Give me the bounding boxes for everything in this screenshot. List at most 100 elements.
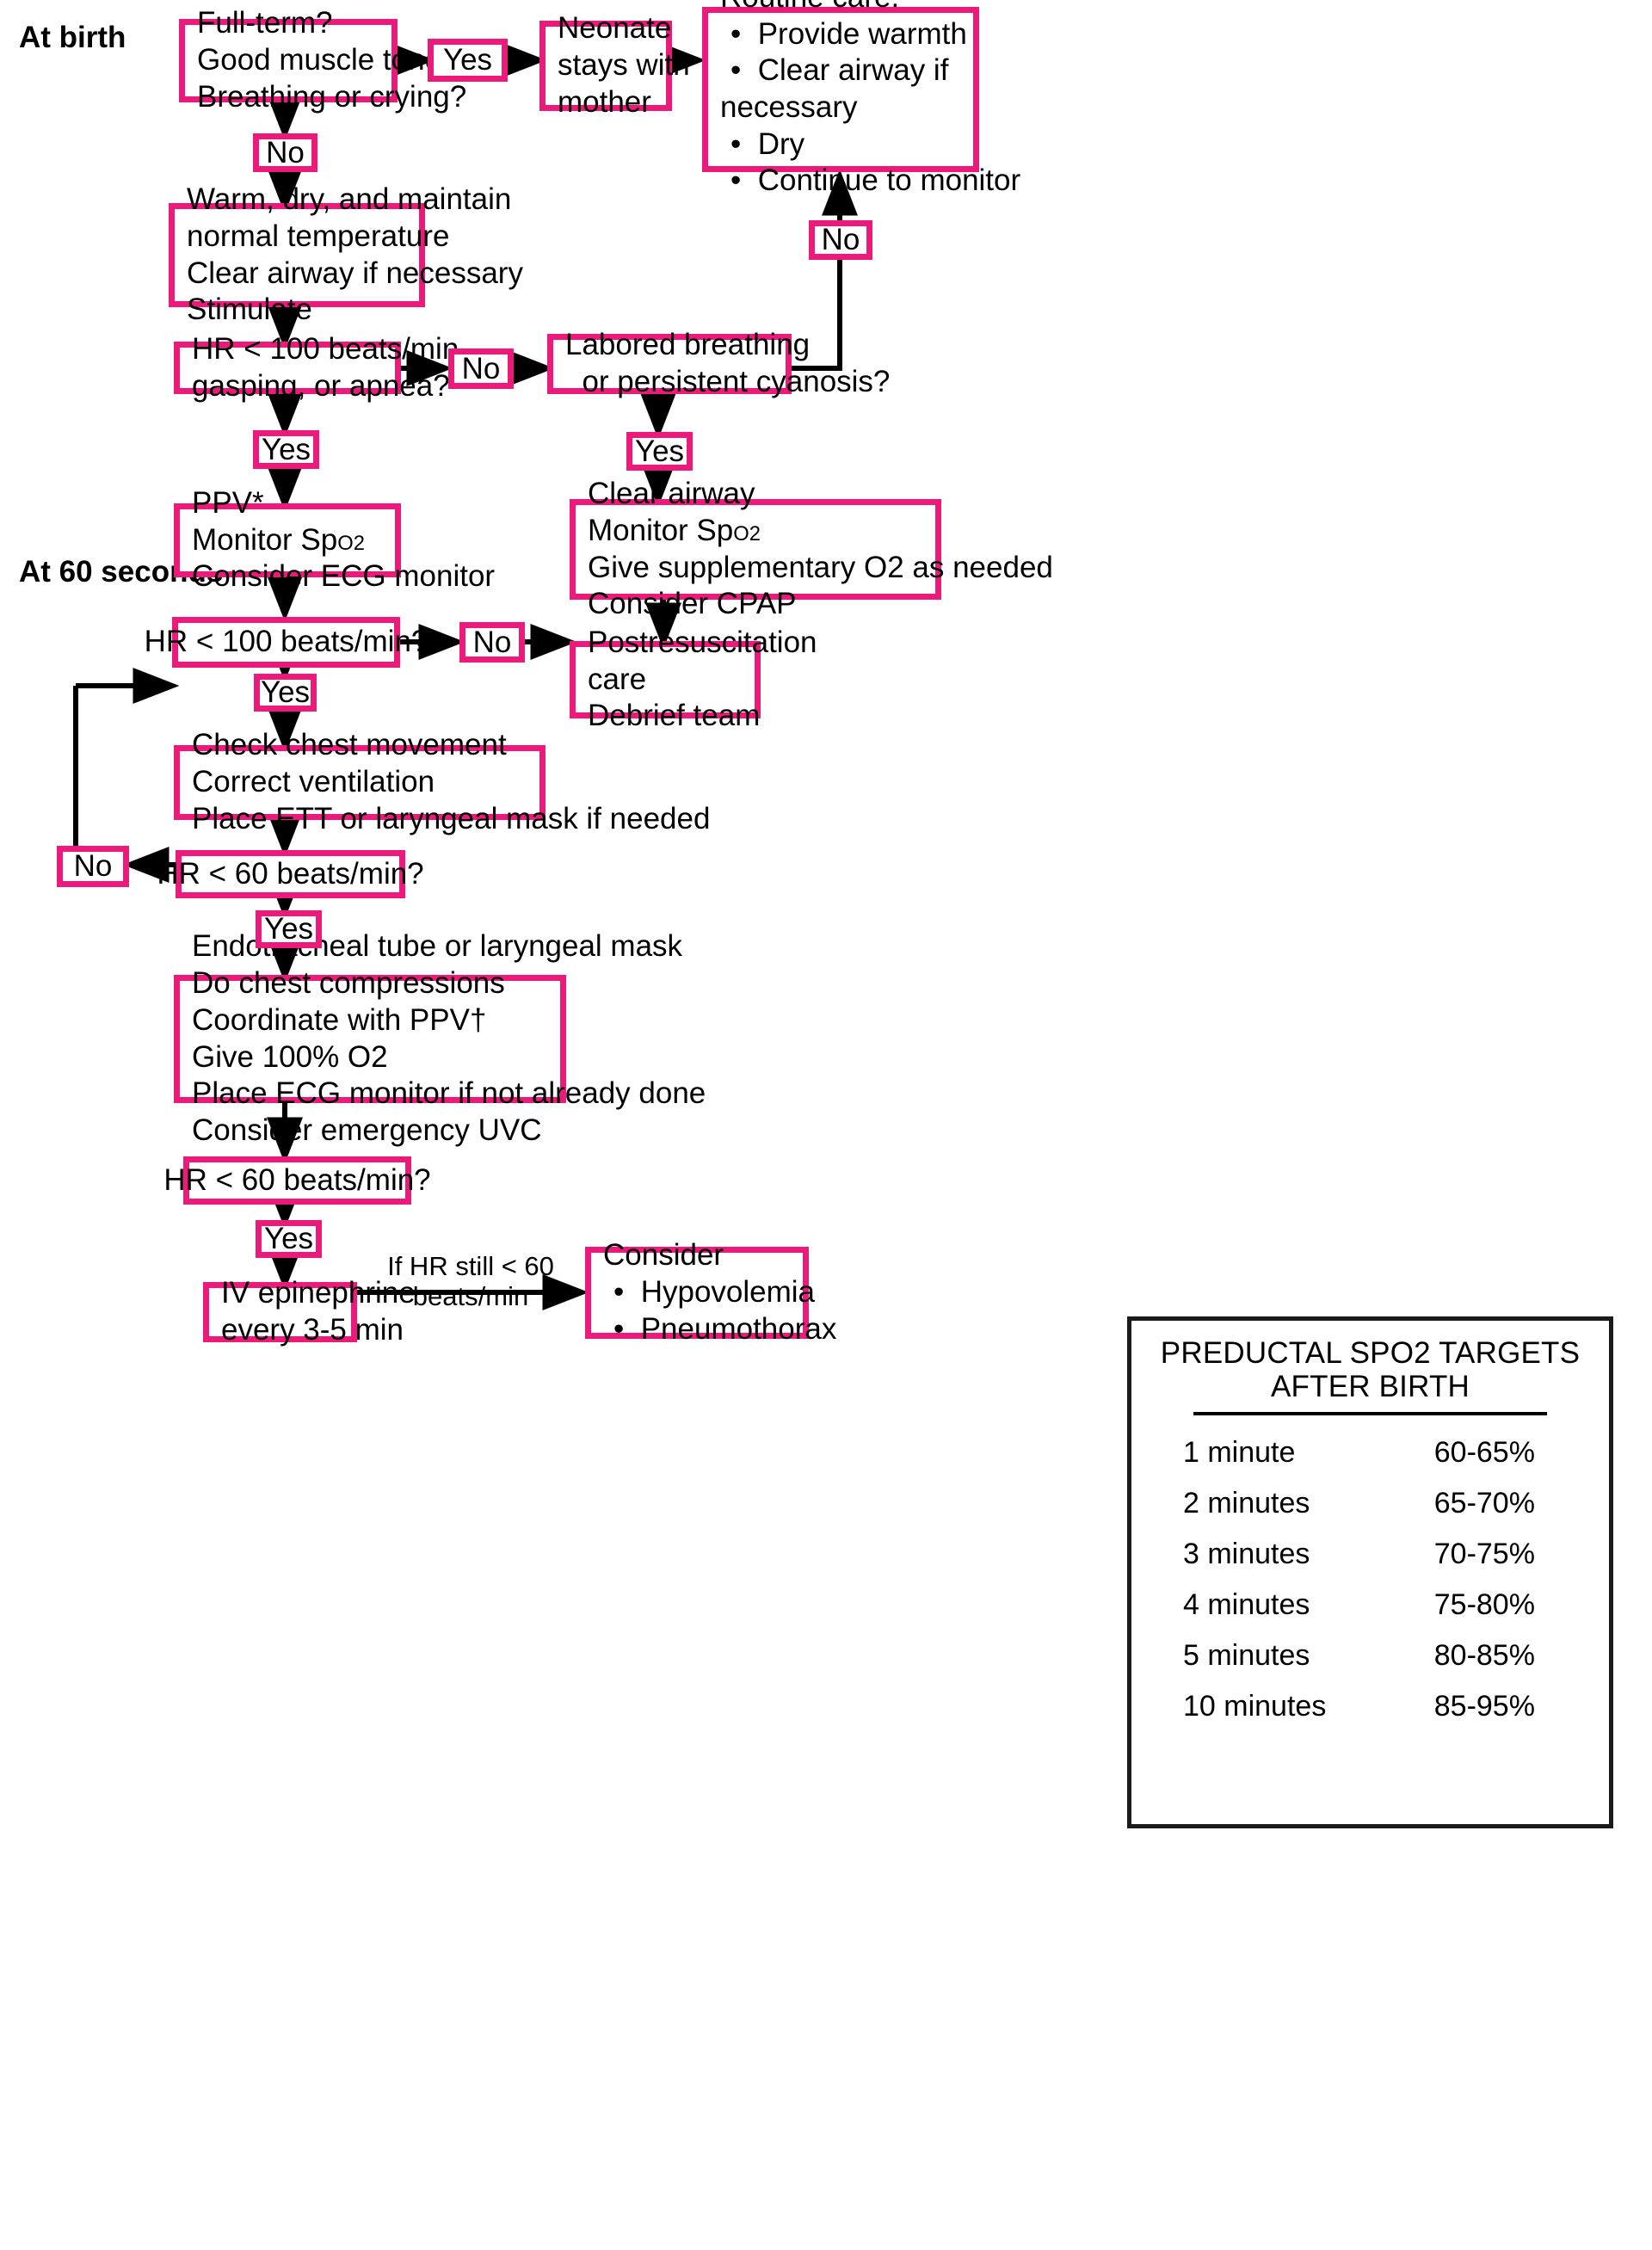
decision-yes-at-birth[interactable]: Yes bbox=[428, 39, 508, 82]
node-hr-100-question[interactable]: HR < 100 beats/min? bbox=[145, 617, 428, 668]
hr60-question-1-label: HR < 60 beats/min? bbox=[157, 856, 424, 891]
postresuscitation-line-1: Postresuscitation bbox=[588, 625, 817, 659]
decision-no-hr60-question-1[interactable]: No bbox=[57, 846, 129, 887]
node-clear-airway-cpap[interactable]: Clear airway Monitor SpO2 Give supplemen… bbox=[570, 477, 1053, 620]
ett-line-5: Place ECG monitor if not already done bbox=[192, 1076, 706, 1111]
node-hr-100-gasping-apnea[interactable]: HR < 100 beats/min, gasping, or apnea? bbox=[174, 332, 467, 403]
routine-care-line-1: Routine care: bbox=[720, 0, 961, 16]
spo2-time-cell: 4 minutes bbox=[1183, 1588, 1310, 1622]
spo2-time-cell: 1 minute bbox=[1183, 1436, 1296, 1470]
node-neonate-stays-with-mother[interactable]: Neonate stays with mother bbox=[539, 11, 690, 119]
decision-no-hr100-gasping-label: No bbox=[461, 351, 501, 385]
routine-care-line-6: • Continue to monitor bbox=[730, 163, 1021, 198]
routine-care-line-4: necessary bbox=[720, 90, 858, 124]
node-hr-60-question-2[interactable]: HR < 60 beats/min? bbox=[163, 1156, 431, 1205]
decision-yes-labored-breathing[interactable]: Yes bbox=[626, 432, 693, 471]
node-routine-care[interactable]: Routine care: • Provide warmth • Clear a… bbox=[702, 0, 1020, 197]
routine-care-line-2: • Provide warmth bbox=[730, 16, 967, 51]
node-labored-breathing-cyanosis[interactable]: Labored breathing or persistent cyanosis… bbox=[547, 328, 890, 398]
decision-yes-hr60-question-2-label: Yes bbox=[263, 1222, 314, 1255]
ett-line-2: Do chest compressions bbox=[192, 966, 505, 1001]
warm-dry-line-3: Clear airway if necessary bbox=[187, 256, 523, 290]
assess-birth-line-1: Full-term? bbox=[197, 6, 333, 40]
stage-label-at-birth: At birth bbox=[19, 21, 126, 54]
decision-no-hr100-question[interactable]: No bbox=[459, 622, 525, 663]
consider-causes-line-1: Consider bbox=[603, 1238, 724, 1273]
labored-breathing-line-1: Labored breathing bbox=[565, 328, 811, 362]
decision-no-at-birth[interactable]: No bbox=[253, 133, 317, 172]
clear-airway-line-2: Monitor SpO2 bbox=[588, 513, 923, 550]
assess-birth-line-2: Good muscle tone? bbox=[197, 43, 459, 77]
ppv-line-2: Monitor SpO2 bbox=[192, 522, 383, 559]
stays-with-mother-line-2: stays with bbox=[558, 48, 690, 83]
hr100-gasping-line-2: gasping, or apnea? bbox=[192, 368, 450, 403]
preductal-spo2-targets-panel: PREDUCTAL SPO2 TARGETS AFTER BIRTH 1 min… bbox=[1127, 1316, 1613, 1828]
ett-line-6: Consider emergency UVC bbox=[192, 1113, 542, 1147]
decision-yes-hr100-question-label: Yes bbox=[260, 675, 311, 709]
decision-yes-hr60-question-1[interactable]: Yes bbox=[256, 910, 322, 948]
decision-no-routine-care-loop[interactable]: No bbox=[809, 220, 872, 260]
decision-yes-hr100-gasping[interactable]: Yes bbox=[253, 430, 319, 469]
clear-airway-o2-subscript: O2 bbox=[733, 521, 761, 546]
consider-causes-line-3: • Pneumothorax bbox=[613, 1311, 837, 1346]
spo2-table-row: 10 minutes 85-95% bbox=[1154, 1681, 1587, 1732]
warm-dry-line-4: Stimulate bbox=[187, 293, 312, 327]
warm-dry-line-2: normal temperature bbox=[187, 219, 450, 253]
decision-yes-hr100-gasping-label: Yes bbox=[261, 432, 311, 466]
spo2-table-divider bbox=[1193, 1412, 1547, 1416]
node-iv-epinephrine[interactable]: IV epinephrine every 3-5 min bbox=[203, 1276, 416, 1347]
node-check-chest-movement[interactable]: Check chest movement Correct ventilation… bbox=[174, 728, 710, 835]
decision-no-routine-care-loop-label: No bbox=[821, 223, 860, 256]
node-postresuscitation-care[interactable]: Postresuscitation care Debrief team bbox=[570, 626, 817, 732]
decision-yes-hr60-question-2[interactable]: Yes bbox=[256, 1220, 322, 1258]
spo2-target-cell: 75-80% bbox=[1433, 1588, 1535, 1622]
spo2-target-cell: 85-95% bbox=[1433, 1690, 1535, 1723]
spo2-time-cell: 3 minutes bbox=[1183, 1538, 1310, 1571]
decision-no-hr100-gasping[interactable]: No bbox=[448, 348, 514, 389]
iv-epinephrine-line-1: IV epinephrine bbox=[221, 1276, 416, 1310]
clear-airway-monitor-spo2-text: Monitor Sp bbox=[588, 513, 734, 547]
hr60-question-2-label: HR < 60 beats/min? bbox=[163, 1162, 431, 1197]
clear-airway-line-3: Give supplementary O2 as needed bbox=[588, 550, 1053, 584]
postresuscitation-line-3: Debrief team bbox=[588, 699, 761, 733]
routine-care-line-3: • Clear airway if bbox=[730, 53, 949, 88]
warm-dry-line-1: Warm, dry, and maintain bbox=[187, 182, 512, 217]
spo2-time-cell: 5 minutes bbox=[1183, 1639, 1310, 1673]
check-chest-line-3: Place ETT or laryngeal mask if needed bbox=[192, 801, 711, 835]
check-chest-line-2: Correct ventilation bbox=[192, 765, 435, 799]
node-consider-causes[interactable]: Consider • Hypovolemia • Pneumothorax bbox=[585, 1238, 836, 1346]
spo2-table-row: 1 minute 60-65% bbox=[1154, 1427, 1587, 1478]
edge-label-if-hr-still-below-60: If HR still < 60 beats/min bbox=[387, 1251, 554, 1311]
node-endotracheal-chest-compressions[interactable]: Endotracheal tube or laryngeal mask Do c… bbox=[174, 929, 706, 1147]
ppv-monitor-spo2-text: Monitor Sp bbox=[192, 522, 338, 557]
consider-causes-line-2: • Hypovolemia bbox=[613, 1275, 816, 1310]
ppv-line-3: Consider ECG monitor bbox=[192, 559, 496, 594]
ppv-line-1: PPV* bbox=[192, 485, 264, 520]
spo2-target-cell: 70-75% bbox=[1433, 1538, 1535, 1571]
node-assess-at-birth[interactable]: Full-term? Good muscle tone? Breathing o… bbox=[179, 6, 466, 114]
spo2-target-cell: 60-65% bbox=[1433, 1436, 1535, 1470]
ett-line-1: Endotracheal tube or laryngeal mask bbox=[192, 929, 683, 964]
stays-with-mother-line-1: Neonate bbox=[558, 11, 672, 46]
ppv-o2-subscript: O2 bbox=[337, 531, 365, 555]
spo2-table-row: 4 minutes 75-80% bbox=[1154, 1580, 1587, 1630]
node-warm-dry-stimulate[interactable]: Warm, dry, and maintain normal temperatu… bbox=[169, 182, 523, 326]
decision-no-hr60-question-1-label: No bbox=[73, 849, 113, 883]
node-hr-60-question-1[interactable]: HR < 60 beats/min? bbox=[157, 850, 424, 898]
ett-line-4: Give 100% O2 bbox=[192, 1039, 388, 1074]
spo2-time-cell: 2 minutes bbox=[1183, 1487, 1310, 1520]
spo2-table-row: 3 minutes 70-75% bbox=[1154, 1529, 1587, 1580]
clear-airway-line-1: Clear airway bbox=[588, 477, 755, 511]
decision-yes-hr60-question-1-label: Yes bbox=[263, 912, 314, 946]
decision-no-at-birth-label: No bbox=[266, 135, 305, 170]
check-chest-line-1: Check chest movement bbox=[192, 728, 507, 762]
decision-no-hr100-question-label: No bbox=[472, 625, 512, 659]
spo2-time-cell: 10 minutes bbox=[1183, 1690, 1327, 1723]
node-ppv-monitor-spo2[interactable]: PPV* Monitor SpO2 Consider ECG monitor bbox=[174, 486, 495, 593]
postresuscitation-line-2: care bbox=[588, 662, 647, 696]
decision-yes-hr100-question[interactable]: Yes bbox=[254, 674, 317, 712]
